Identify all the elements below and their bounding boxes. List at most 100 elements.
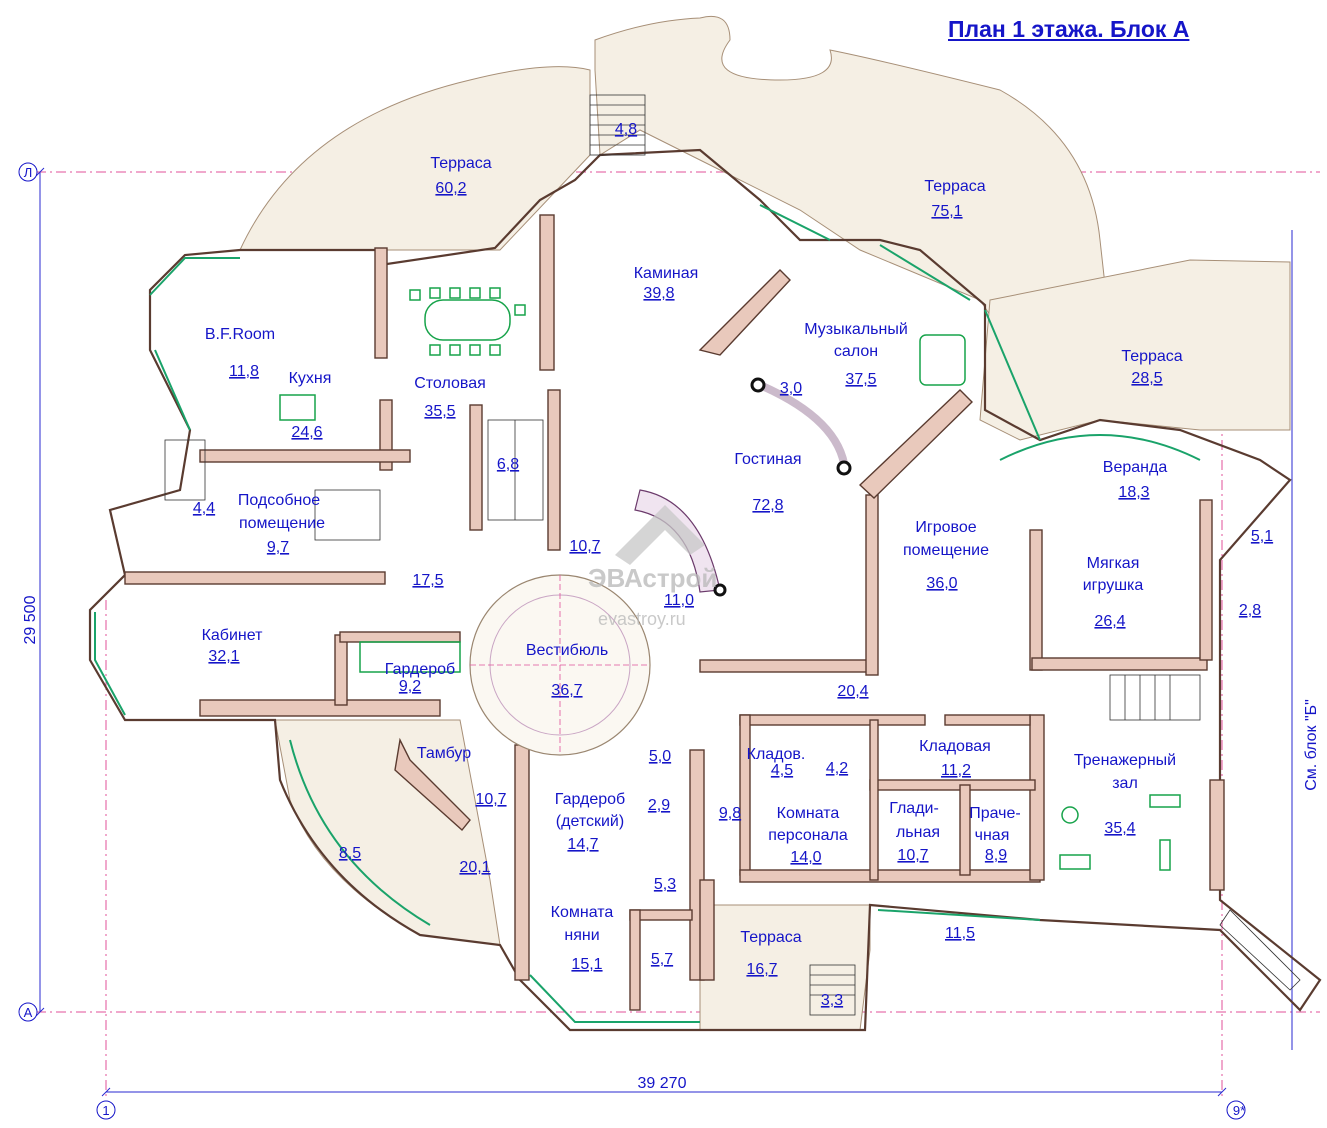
area-stair-w: 4,4 <box>193 500 215 517</box>
area-corridor: 20,4 <box>837 683 868 700</box>
area-bath-b: 2,9 <box>648 797 670 814</box>
area-curve: 3,0 <box>780 380 802 397</box>
axis-grid <box>36 171 1320 1100</box>
furniture <box>279 287 1181 871</box>
room-name-bfroom: B.F.Room <box>205 326 275 343</box>
plan-title: План 1 этажа. Блок А <box>948 16 1190 42</box>
room-area-utility: 9,7 <box>267 539 289 556</box>
room-area-vestibule: 36,7 <box>551 682 582 699</box>
area-bath-a: 5,0 <box>649 748 671 765</box>
room-name-music-2: салон <box>834 343 878 360</box>
room-area-ironing: 10,7 <box>897 847 928 864</box>
area-arc-w: 8,5 <box>339 845 361 862</box>
stairs <box>164 94 1301 1016</box>
area-hall-v: 11,0 <box>664 592 694 609</box>
room-area-office: 32,1 <box>208 648 239 665</box>
room-labels: Терраса 60,2 Терраса 75,1 Терраса 28,5 К… <box>202 155 1183 978</box>
room-name-terrace-e: Терраса <box>1121 348 1182 365</box>
room-area-terrace-nw: 60,2 <box>435 180 466 197</box>
area-sw: 20,1 <box>459 859 490 876</box>
area-stair-n: 4,8 <box>615 121 637 138</box>
area-stair-v: 10,7 <box>569 538 600 555</box>
room-name-playroom-2: помещение <box>903 542 989 559</box>
room-area-playroom: 36,0 <box>926 575 957 592</box>
area-bath-c: 4,2 <box>826 760 848 777</box>
room-name-fireplace: Каминая <box>634 265 699 282</box>
room-name-gym-1: Тренажерный <box>1074 752 1176 769</box>
room-name-nanny-2: няни <box>564 927 599 944</box>
room-name-softtoy-1: Мягкая <box>1087 555 1140 572</box>
dimension-lines <box>35 167 1293 1097</box>
room-name-ironing-2: льная <box>896 824 940 841</box>
room-area-fireplace: 39,8 <box>643 285 674 302</box>
room-name-terrace-s: Терраса <box>740 929 801 946</box>
room-name-music-1: Музыкальный <box>804 321 908 338</box>
room-name-wardrobe-kids-1: Гардероб <box>555 791 625 808</box>
vestibule-rotunda <box>469 574 651 756</box>
room-name-terrace-nw: Терраса <box>430 155 491 172</box>
room-name-dining: Столовая <box>414 375 486 392</box>
windows <box>94 204 1201 1023</box>
area-bath-n: 5,7 <box>651 951 673 968</box>
room-name-laundry-2: чная <box>975 827 1010 844</box>
area-corr-s: 9,8 <box>719 805 741 822</box>
room-name-staff-2: персонала <box>768 827 848 844</box>
room-area-staff: 14,0 <box>790 849 821 866</box>
room-name-nanny-1: Комната <box>551 904 614 921</box>
room-area-terrace-s: 16,7 <box>746 961 777 978</box>
room-name-living: Гостиная <box>734 451 801 468</box>
room-area-nanny: 15,1 <box>571 956 602 973</box>
dimension-height: 29 500 <box>22 595 39 644</box>
axis-label-l: Л <box>24 165 33 180</box>
room-area-terrace-ne: 75,1 <box>931 203 962 220</box>
room-area-storage: 11,2 <box>941 762 971 779</box>
axis-label-a: А <box>24 1005 33 1020</box>
room-name-storage-small: Кладов. <box>747 746 806 763</box>
room-name-playroom-1: Игровое <box>915 519 976 536</box>
area-corr-n: 5,3 <box>654 876 676 893</box>
walls <box>88 148 1322 1032</box>
room-name-ironing-1: Глади- <box>889 800 939 817</box>
room-area-veranda: 18,3 <box>1118 484 1149 501</box>
room-area-wardrobe: 9,2 <box>399 678 421 695</box>
room-area-storage-small: 4,5 <box>771 762 793 779</box>
area-stair-s: 3,3 <box>821 992 843 1009</box>
room-area-dining: 35,5 <box>424 403 455 420</box>
room-area-living: 72,8 <box>752 497 783 514</box>
watermark-site: evastroy.ru <box>598 609 686 629</box>
room-area-kitchen: 24,6 <box>291 424 322 441</box>
side-note: См. блок "Б" <box>1303 699 1320 791</box>
room-name-terrace-ne: Терраса <box>924 178 985 195</box>
terraces <box>239 15 1291 1031</box>
room-name-wardrobe-kids-2: (детский) <box>556 813 624 830</box>
room-area-softtoy: 26,4 <box>1094 613 1125 630</box>
area-labels: 4,8 3,0 6,8 4,4 17,5 10,7 11,0 20,4 5,1 … <box>193 121 1273 1009</box>
watermark: ЭВАстрой evastroy.ru <box>588 505 717 629</box>
room-name-staff-1: Комната <box>777 805 840 822</box>
room-area-tambour: 10,7 <box>475 791 506 808</box>
room-name-utility-1: Подсобное <box>238 492 320 509</box>
axis-label-1: 1 <box>102 1103 109 1118</box>
room-area-gym: 35,4 <box>1104 820 1135 837</box>
room-area-terrace-e: 28,5 <box>1131 370 1162 387</box>
area-wc-e: 5,1 <box>1251 528 1273 545</box>
room-name-vestibule: Вестибюль <box>526 642 608 659</box>
room-name-veranda: Веранда <box>1103 459 1168 476</box>
room-name-utility-2: помещение <box>239 515 325 532</box>
room-name-gym-2: зал <box>1112 775 1138 792</box>
room-name-tambour: Тамбур <box>417 745 471 762</box>
area-stair-c: 6,8 <box>497 456 519 473</box>
room-area-wardrobe-kids: 14,7 <box>567 836 598 853</box>
dimension-width: 39 270 <box>638 1075 687 1092</box>
room-name-softtoy-2: игрушка <box>1083 577 1144 594</box>
watermark-brand: ЭВАстрой <box>588 563 717 593</box>
area-porch: 11,5 <box>945 925 975 942</box>
room-area-laundry: 8,9 <box>985 847 1007 864</box>
room-name-kitchen: Кухня <box>289 370 332 387</box>
room-name-storage: Кладовая <box>919 738 991 755</box>
area-hall-w: 17,5 <box>412 572 443 589</box>
room-name-laundry-1: Праче- <box>969 805 1021 822</box>
room-area-bfroom: 11,8 <box>229 363 259 380</box>
room-name-office: Кабинет <box>202 627 264 644</box>
